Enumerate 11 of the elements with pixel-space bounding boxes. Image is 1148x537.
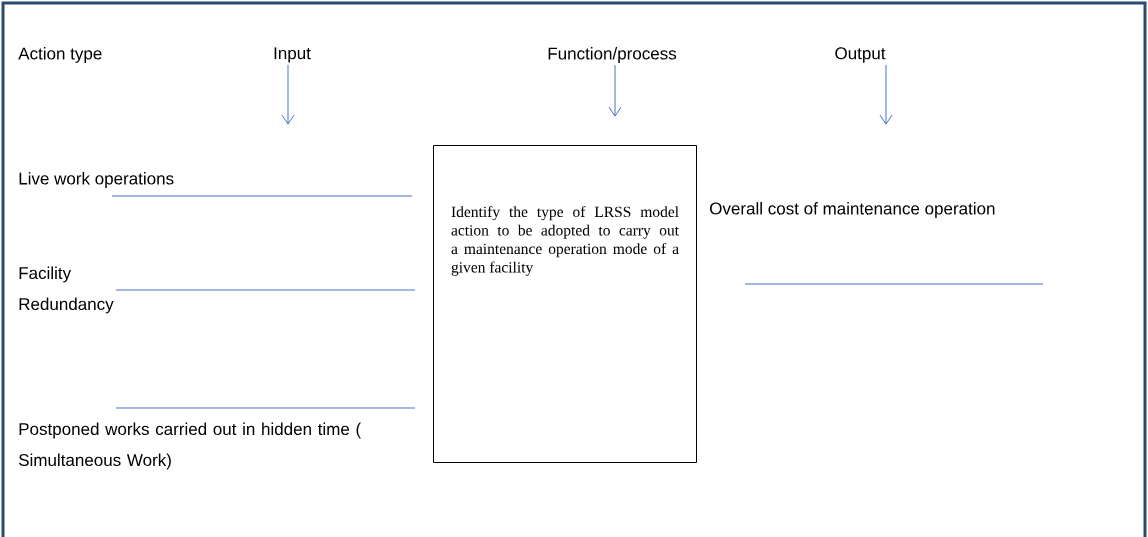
row-label: Action type (18, 47, 102, 63)
column-heading: Output (835, 47, 886, 63)
column-heading: Input (274, 47, 311, 63)
arrow (879, 64, 893, 125)
arrow (608, 64, 622, 117)
row-label: Live work operations (19, 172, 174, 188)
column-heading: Function/process (548, 47, 677, 63)
row-label: Facility Redundancy (19, 266, 114, 314)
process-box: Identify the type of LRSS model action to be adopted to carry out a maintenance operation mode of a given facility (433, 145, 697, 463)
row-label: Postponed works carried out in hidden time ( Simultaneous Work) (19, 422, 362, 470)
arrow (281, 64, 295, 125)
